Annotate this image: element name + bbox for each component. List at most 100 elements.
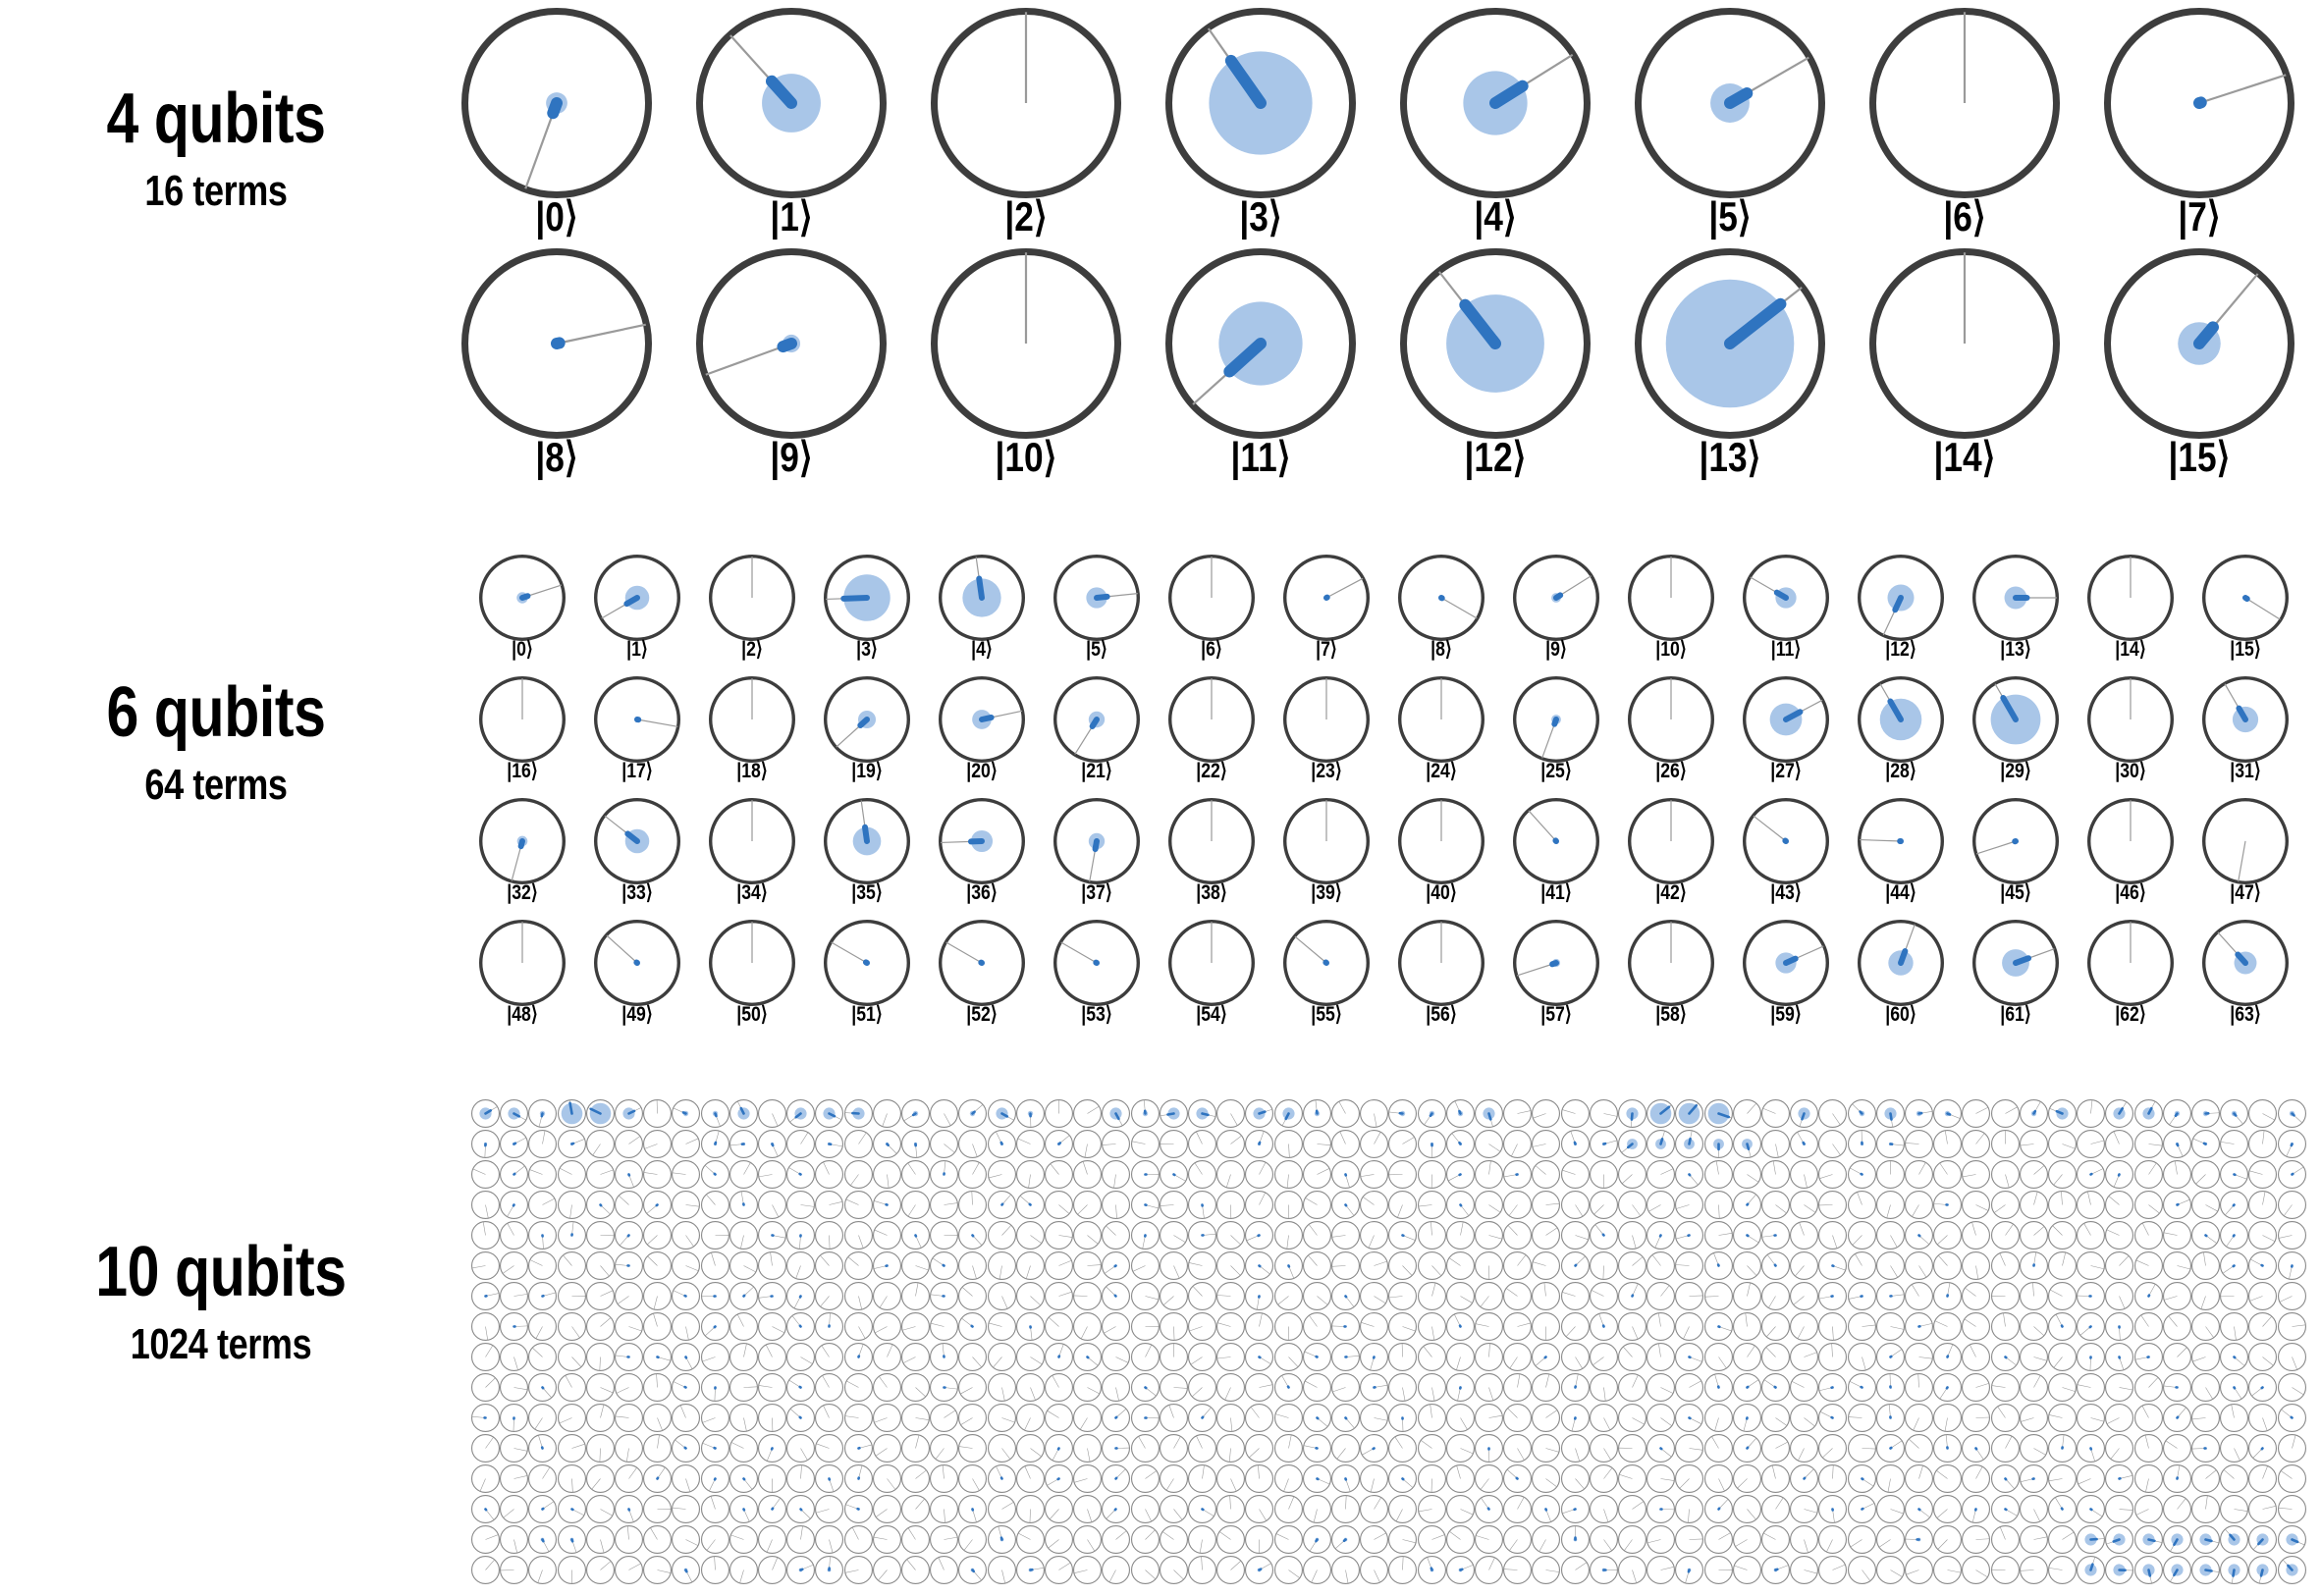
ket-label: |26⟩ [1655, 760, 1687, 782]
amplitude-circle [1962, 1191, 1991, 1219]
ket-label: |12⟩ [1464, 434, 1527, 480]
amplitude-circle [1761, 1556, 1790, 1584]
amplitude-circle [1818, 1282, 1848, 1310]
amplitude-circle [1560, 1495, 1590, 1523]
amplitude-circle [2077, 1251, 2106, 1280]
amplitude-circle [843, 1282, 873, 1310]
ket-label: |5⟩ [1086, 638, 1107, 661]
amplitude-circle [1216, 1343, 1246, 1371]
amplitude-circle [1475, 1251, 1503, 1280]
ket-label: |40⟩ [1426, 881, 1457, 904]
amplitude-circle [2162, 1160, 2191, 1189]
amplitude-circle [2105, 1434, 2134, 1463]
amplitude-circle [987, 1495, 1016, 1523]
amplitude-circle [1360, 1130, 1389, 1158]
ket-label: |2⟩ [741, 638, 763, 661]
amplitude-circle [1015, 1525, 1045, 1554]
amplitude-circle [2162, 1404, 2191, 1432]
amplitude-circle [1015, 1404, 1045, 1432]
amplitude-circle [1015, 1373, 1045, 1402]
amplitude-circle [1560, 1343, 1590, 1371]
amplitude-circle [1130, 1343, 1160, 1371]
amplitude-circle [2191, 1464, 2220, 1493]
amplitude-circle [758, 1404, 786, 1432]
ket-label: |37⟩ [1081, 881, 1112, 904]
amplitude-circle [1875, 1373, 1905, 1402]
amplitude-circle [1302, 1434, 1331, 1463]
amplitude-circle [2105, 1099, 2134, 1128]
amplitude-circle [1532, 1525, 1561, 1554]
amplitude-circle [2191, 1191, 2220, 1219]
amplitude-circle [1933, 1373, 1963, 1402]
amplitude-circle [2105, 1221, 2134, 1250]
amplitude-circle [2077, 1221, 2106, 1250]
amplitude-circle: |51⟩ [824, 920, 910, 1026]
ket-label: |59⟩ [1770, 1003, 1802, 1026]
amplitude-circle [1790, 1191, 1819, 1219]
amplitude-circle [585, 1343, 615, 1371]
ket-label: |14⟩ [2115, 638, 2146, 661]
amplitude-circle [786, 1282, 816, 1310]
amplitude-circle [987, 1191, 1016, 1219]
amplitude-circle [1302, 1343, 1331, 1371]
amplitude-circle: |27⟩ [1743, 676, 1829, 782]
amplitude-circle [1331, 1525, 1360, 1554]
amplitude-circle: |52⟩ [939, 920, 1025, 1026]
amplitude-circle [1675, 1495, 1704, 1523]
amplitude-circle [2220, 1312, 2249, 1341]
amplitude-circle [1159, 1343, 1188, 1371]
amplitude-circle [1875, 1556, 1905, 1584]
amplitude-circle [2133, 1525, 2163, 1554]
amplitude-circle [1933, 1312, 1963, 1341]
amplitude-circle [1532, 1556, 1561, 1584]
amplitude-circle [615, 1495, 643, 1523]
amplitude-circle [2162, 1099, 2191, 1128]
amplitude-circle [758, 1343, 786, 1371]
amplitude-circle [643, 1464, 673, 1493]
amplitude-circle [2191, 1282, 2220, 1310]
amplitude-circle [1933, 1221, 1963, 1250]
amplitude-circle [729, 1221, 758, 1250]
amplitude-circle [2077, 1464, 2106, 1493]
amplitude-circle [2048, 1556, 2077, 1584]
ket-label: |39⟩ [1311, 881, 1342, 904]
amplitude-circle: |62⟩ [2087, 920, 2174, 1026]
amplitude-circle [1790, 1373, 1819, 1402]
amplitude-circle [1417, 1251, 1446, 1280]
amplitude-circle [2019, 1191, 2048, 1219]
amplitude-circle [585, 1434, 615, 1463]
amplitude-circle [1761, 1525, 1790, 1554]
amplitude-circle [615, 1130, 643, 1158]
amplitude-circle [786, 1525, 816, 1554]
amplitude-circle [1847, 1343, 1876, 1371]
amplitude-circle [1302, 1130, 1331, 1158]
amplitude-circle [1646, 1434, 1676, 1463]
amplitude-circle [700, 1525, 729, 1554]
amplitude-circle [872, 1404, 901, 1432]
amplitude-circle [1560, 1221, 1590, 1250]
amplitude-circle: |39⟩ [1283, 798, 1370, 904]
amplitude-circle [2191, 1525, 2220, 1554]
block-subtitle: 16 terms [144, 167, 288, 215]
amplitude-circle [2019, 1099, 2048, 1128]
amplitude-circle [729, 1312, 758, 1341]
amplitude-circle [2105, 1495, 2134, 1523]
amplitude-circle [672, 1556, 701, 1584]
amplitude-circle [1875, 1130, 1905, 1158]
amplitude-circle [1417, 1556, 1446, 1584]
amplitude-circle [2133, 1434, 2163, 1463]
amplitude-circle [2248, 1251, 2278, 1280]
amplitude-circle [2248, 1495, 2278, 1523]
amplitude-circle [843, 1464, 873, 1493]
amplitude-circle [1445, 1404, 1475, 1432]
ket-label: |23⟩ [1311, 760, 1342, 782]
amplitude-circle: |31⟩ [2202, 676, 2289, 782]
amplitude-circle [843, 1434, 873, 1463]
amplitude-circle: |55⟩ [1283, 920, 1370, 1026]
amplitude-circle [672, 1282, 701, 1310]
amplitude-circle [1532, 1221, 1561, 1250]
amplitude-circle [1216, 1191, 1246, 1219]
amplitude-circle [471, 1160, 500, 1189]
ket-label: |25⟩ [1540, 760, 1572, 782]
amplitude-circle [930, 1404, 959, 1432]
